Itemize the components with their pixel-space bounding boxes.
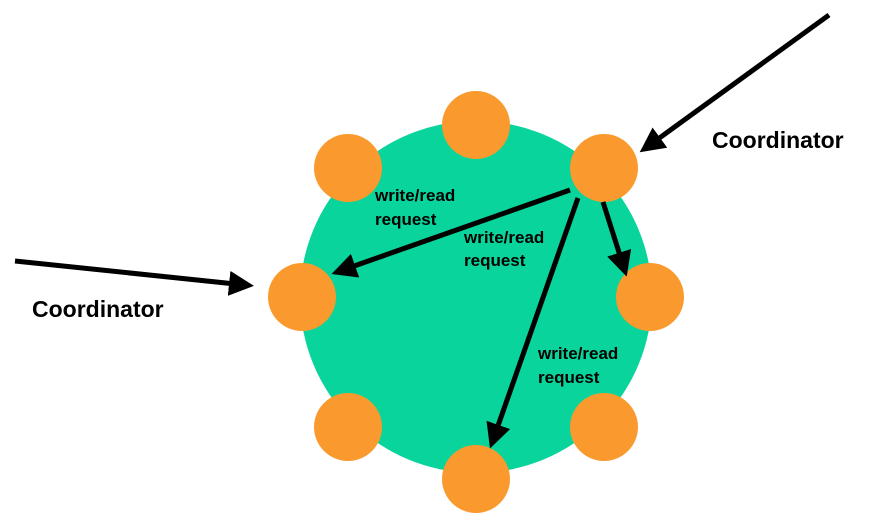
request-arrow-to-right-node xyxy=(600,201,632,277)
ring-node-bottom-right[interactable] xyxy=(570,393,638,461)
ring-node-bottom[interactable] xyxy=(442,445,510,513)
ring-node-bottom-left[interactable] xyxy=(314,393,382,461)
coordinator-arrow-left xyxy=(14,258,254,296)
ring-node-top-left[interactable] xyxy=(314,134,382,202)
request-label-lower-line2: request xyxy=(538,368,600,387)
hash-ring xyxy=(300,121,652,473)
request-label-middle-line2: request xyxy=(464,251,526,270)
coordinator-label-left: Coordinator xyxy=(32,296,164,322)
request-label-lower-line1: write/read xyxy=(537,344,618,363)
request-label-upper-left-line1: write/read xyxy=(374,186,455,205)
request-arrow-to-left-node xyxy=(331,187,571,278)
request-label-middle-line1: write/read xyxy=(463,228,544,247)
ring-node-top-right[interactable] xyxy=(570,134,638,202)
ring-node-right[interactable] xyxy=(616,263,684,331)
ring-node-top[interactable] xyxy=(442,91,510,159)
ring-node-left[interactable] xyxy=(268,263,336,331)
request-arrow-to-bottom-node xyxy=(486,197,581,449)
coordinator-arrow-right xyxy=(639,12,831,153)
request-label-upper-left-line2: request xyxy=(375,210,437,229)
coordinator-label-right: Coordinator xyxy=(712,127,844,153)
